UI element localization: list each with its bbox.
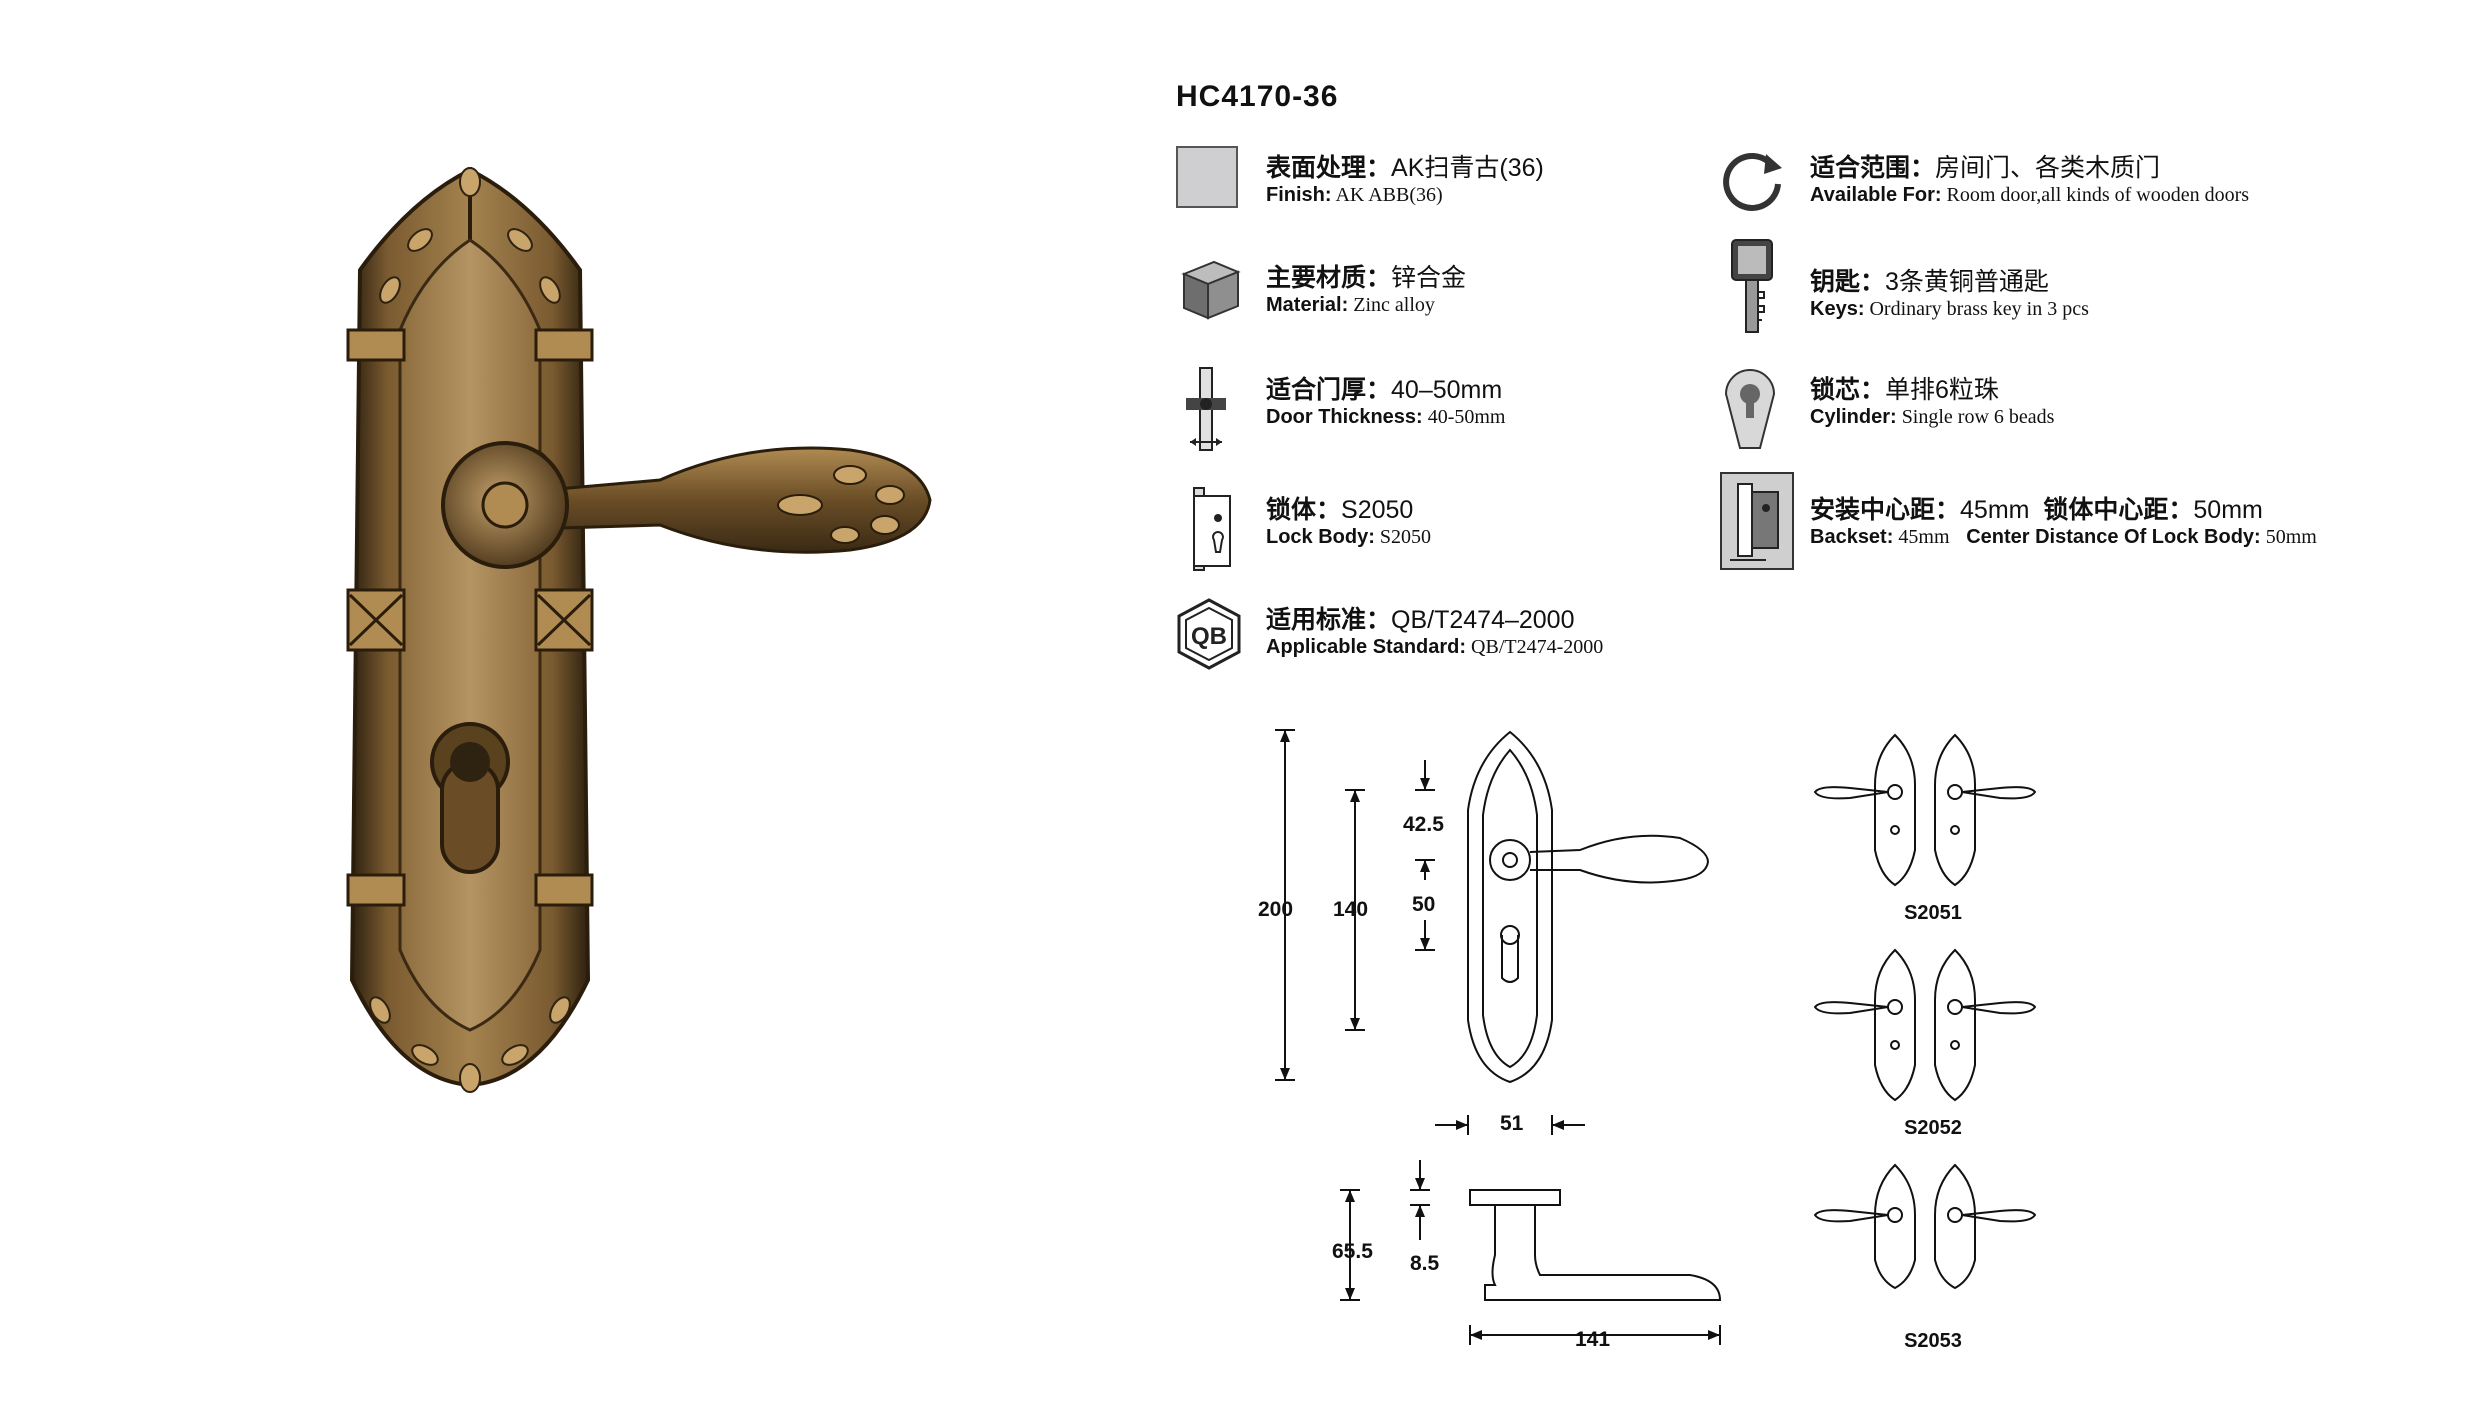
spec-value: 房间门、各类木质门 — [1935, 154, 2161, 182]
dim-projection: 65.5 — [1332, 1240, 1373, 1263]
spec-en-value: Ordinary brass key in 3 pcs — [1864, 298, 2089, 320]
spec-standard: QB 适用标准：QB/T2474–2000 Applicable Standar… — [1176, 598, 1996, 688]
model-number: HC4170-36 — [1176, 80, 1339, 113]
finish-swatch-icon — [1176, 146, 1248, 226]
spec-en-value: 40-50mm — [1422, 406, 1506, 428]
spec-value: S2050 — [1341, 496, 1414, 524]
variant-label-s2051: S2051 — [1904, 902, 1962, 924]
spec-value: 45mm — [1960, 496, 2030, 524]
variant-label-s2052: S2052 — [1904, 1117, 1962, 1139]
dim-rose-thickness: 8.5 — [1410, 1252, 1440, 1275]
door-handle-photo — [346, 166, 932, 1093]
spec-en-label: Material: — [1266, 294, 1349, 316]
technical-drawing-front — [1275, 729, 1710, 1135]
spec-material: 主要材质：锌合金 Material: Zinc alloy — [1176, 256, 1996, 346]
spec-available: 适合范围：房间门、各类木质门 Available For: Room door,… — [1720, 146, 2480, 236]
variant-label-s2053: S2053 — [1904, 1330, 1962, 1352]
key-icon — [1720, 239, 1792, 333]
spec-en-label: Keys: — [1810, 298, 1865, 320]
spec-value: 3条黄铜普通匙 — [1885, 268, 2049, 296]
svg-text:QB: QB — [1191, 623, 1227, 650]
dim-top-offset: 42.5 — [1403, 813, 1444, 836]
spec-label: 适用标准： — [1266, 606, 1392, 634]
spec-label: 适合范围： — [1810, 154, 1936, 182]
variant-drawings — [1813, 733, 2037, 1290]
spec-en-label: Cylinder: — [1810, 406, 1897, 428]
spec-en-label-2: Center Distance Of Lock Body: — [1966, 526, 2261, 548]
spec-label: 适合门厚： — [1266, 376, 1392, 404]
spec-en-label: Door Thickness: — [1266, 406, 1423, 428]
spec-value: 锌合金 — [1391, 264, 1467, 292]
spec-en-label: Applicable Standard: — [1266, 636, 1467, 658]
dim-cylinder-gap: 50 — [1412, 893, 1436, 916]
dim-handle-length: 141 — [1575, 1328, 1611, 1351]
dim-plate-width: 51 — [1500, 1112, 1524, 1135]
spec-en-value: S2050 — [1374, 526, 1432, 548]
spec-label: 安装中心距： — [1810, 496, 1961, 524]
spec-en-value: 45mm — [1893, 526, 1950, 548]
spec-en-value-2: 50mm — [2260, 526, 2317, 548]
dim-hole-spacing: 140 — [1333, 898, 1369, 921]
spec-label: 锁芯： — [1810, 376, 1886, 404]
spec-en-label: Finish: — [1266, 184, 1332, 206]
spec-door-thickness: 适合门厚：40–50mm Door Thickness: 40-50mm — [1176, 367, 1996, 458]
variant-s2051-drawing — [1813, 733, 2037, 887]
technical-drawing-side — [1340, 1160, 1722, 1345]
spec-en-value: Room door,all kinds of wooden doors — [1941, 184, 2250, 206]
spec-label: 钥匙： — [1810, 268, 1886, 296]
spec-label: 锁体： — [1266, 496, 1342, 524]
spec-label: 表面处理： — [1266, 154, 1392, 182]
spec-keys: 钥匙：3条黄铜普通匙 Keys: Ordinary brass key in 3… — [1720, 239, 2480, 333]
spec-en-value: AK ABB(36) — [1331, 184, 1443, 206]
lock-body-icon — [1176, 487, 1248, 571]
spec-label: 主要材质： — [1266, 264, 1392, 292]
spec-finish: 表面处理：AK扫青古(36) Finish: AK ABB(36) — [1176, 146, 1996, 236]
refresh-range-icon — [1720, 146, 1792, 226]
backset-icon — [1720, 472, 1794, 570]
spec-value: 40–50mm — [1391, 376, 1503, 404]
spec-en-value: Single row 6 beads — [1896, 406, 2055, 428]
spec-en-value: QB/T2474-2000 — [1466, 636, 1604, 658]
qb-standard-icon: QB — [1176, 598, 1248, 678]
spec-value: QB/T2474–2000 — [1391, 606, 1575, 634]
spec-lock-body: 锁体：S2050 Lock Body: S2050 — [1176, 487, 1996, 578]
spec-value: 单排6粒珠 — [1885, 376, 1999, 404]
cylinder-icon — [1720, 368, 1792, 449]
spec-value-2: 50mm — [2193, 496, 2263, 524]
spec-label-2: 锁体中心距： — [2043, 496, 2194, 524]
dim-overall-height: 200 — [1258, 898, 1294, 921]
spec-value: AK扫青古(36) — [1391, 154, 1544, 182]
spec-en-value: Zinc alloy — [1348, 294, 1435, 316]
door-thickness-icon — [1176, 367, 1248, 451]
spec-en-label: Lock Body: — [1266, 526, 1375, 548]
cube-icon — [1176, 256, 1248, 336]
spec-en-label: Backset: — [1810, 526, 1894, 548]
spec-cylinder: 锁芯：单排6粒珠 Cylinder: Single row 6 beads — [1720, 368, 2480, 458]
spec-en-label: Available For: — [1810, 184, 1942, 206]
spec-backset: 安装中心距：45mm 锁体中心距：50mm Backset: 45mm Cent… — [1720, 472, 2480, 570]
